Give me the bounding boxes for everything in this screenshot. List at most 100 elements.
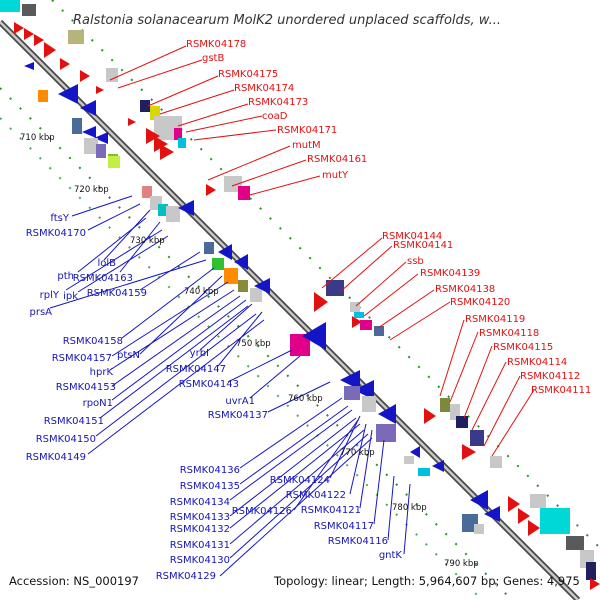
gene-label[interactable]: RSMK04170 <box>26 228 86 239</box>
gene-label[interactable]: RSMK04159 <box>87 288 147 299</box>
inner-dash-track-2 <box>0 117 483 600</box>
gene-arrow <box>14 22 24 34</box>
gene-arrow <box>128 118 136 126</box>
gene-label[interactable]: gntK <box>379 550 403 561</box>
gene-label[interactable]: RSMK04135 <box>180 481 240 492</box>
gene-block <box>96 144 106 158</box>
gene-arrow <box>44 42 56 58</box>
gene-block <box>362 396 376 412</box>
gene-block <box>204 242 214 254</box>
gene-label[interactable]: mutM <box>292 140 321 151</box>
blue-gene-labels: ftsY RSMK04170 lolB pth RSMK04163 rplY i… <box>26 213 403 582</box>
gene-label[interactable]: RSMK04120 <box>450 297 510 308</box>
gene-label[interactable]: RSMK04138 <box>435 284 495 295</box>
gene-label[interactable]: RSMK04122 <box>286 490 346 501</box>
gene-label[interactable]: RSMK04139 <box>420 268 480 279</box>
gene-label[interactable]: RSMK04131 <box>170 540 230 551</box>
gene-label[interactable]: RSMK04124 <box>270 475 330 486</box>
gene-label[interactable]: RSMK04129 <box>156 571 216 582</box>
gene-block <box>0 0 20 12</box>
gene-block <box>440 398 450 412</box>
gene-label[interactable]: RSMK04144 <box>382 231 442 242</box>
kbp-ticks: 710 kbp 720 kbp 730 kbp 740 kbp 750 kbp … <box>20 133 479 569</box>
gene-label[interactable]: RSMK04141 <box>393 240 453 251</box>
gene-arrow <box>314 292 328 312</box>
gene-arrow <box>432 460 444 472</box>
gene-label[interactable]: hprK <box>90 367 114 378</box>
gene-label[interactable]: RSMK04171 <box>277 125 337 136</box>
gene-label[interactable]: prsA <box>29 307 52 318</box>
gene-label[interactable]: uvrA1 <box>225 396 255 407</box>
gene-label[interactable]: RSMK04114 <box>507 357 567 368</box>
gene-label[interactable]: RSMK04119 <box>465 314 525 325</box>
gene-label[interactable]: RSMK04147 <box>166 364 226 375</box>
gene-label[interactable]: RSMK04175 <box>218 69 278 80</box>
gene-label[interactable]: RSMK04150 <box>36 434 96 445</box>
gene-arrow <box>354 380 374 400</box>
gene-label[interactable]: gstB <box>202 53 224 64</box>
gene-label[interactable]: RSMK04117 <box>314 521 374 532</box>
gene-label[interactable]: RSMK04178 <box>186 39 246 50</box>
gene-block <box>106 68 118 82</box>
gene-label[interactable]: RSMK04163 <box>73 273 133 284</box>
gene-arrow <box>60 58 70 70</box>
gene-label[interactable]: RSMK04130 <box>170 555 230 566</box>
gene-label[interactable]: RSMK04134 <box>170 497 230 508</box>
gene-label[interactable]: RSMK04121 <box>301 505 361 516</box>
gene-block <box>474 524 484 534</box>
accession-label: Accession: NS_000197 <box>9 574 139 588</box>
gene-label[interactable]: lolB <box>97 258 116 269</box>
gene-arrow <box>378 404 396 424</box>
gene-label[interactable]: RSMK04174 <box>234 83 294 94</box>
gene-block <box>212 258 224 270</box>
gene-arrow <box>206 184 216 196</box>
gene-label[interactable]: RSMK04133 <box>170 512 230 523</box>
gene-label[interactable]: RSMK04151 <box>44 416 104 427</box>
gene-block <box>238 186 250 200</box>
gene-label[interactable]: mutY <box>322 170 349 181</box>
gene-label[interactable]: ptsN <box>117 350 140 361</box>
blue-leader-lines <box>49 195 411 577</box>
gene-label[interactable]: pth <box>57 271 74 282</box>
gene-label[interactable]: RSMK04118 <box>479 328 539 339</box>
gene-block <box>450 404 460 420</box>
gene-block <box>374 326 384 336</box>
gene-block <box>360 320 372 330</box>
gene-arrow <box>94 132 108 144</box>
gene-label[interactable]: RSMK04153 <box>56 382 116 393</box>
gene-label[interactable]: RSMK04158 <box>63 336 123 347</box>
gene-block <box>354 312 364 318</box>
gene-block <box>404 456 414 464</box>
gene-label[interactable]: ipk <box>63 291 78 302</box>
gene-label[interactable]: RSMK04137 <box>208 410 268 421</box>
gene-block <box>326 280 344 296</box>
gene-arrow <box>410 446 420 458</box>
gene-label[interactable]: ftsY <box>50 213 69 224</box>
gene-block <box>224 176 242 192</box>
gene-label[interactable]: RSMK04116 <box>328 536 388 547</box>
tick-label: 710 kbp <box>20 133 55 143</box>
gene-arrow <box>484 506 500 522</box>
gene-label[interactable]: RSMK04111 <box>531 385 591 396</box>
gene-label[interactable]: RSMK04143 <box>179 379 239 390</box>
gene-arrow <box>58 84 78 104</box>
gene-block <box>530 494 546 508</box>
gene-label[interactable]: RSMK04173 <box>248 97 308 108</box>
gene-label[interactable]: rpoN1 <box>83 398 113 409</box>
gene-label[interactable]: RSMK04112 <box>520 371 580 382</box>
gene-label[interactable]: RSMK04136 <box>180 465 240 476</box>
gene-block <box>350 302 360 312</box>
gene-label[interactable]: coaD <box>262 111 288 122</box>
gene-label[interactable]: RSMK04149 <box>26 452 86 463</box>
gene-label[interactable]: RSMK04157 <box>52 353 112 364</box>
gene-label[interactable]: RSMK04132 <box>170 524 230 535</box>
gene-label[interactable]: RSMK04161 <box>307 154 367 165</box>
gene-arrow <box>254 278 270 294</box>
gene-label[interactable]: ssb <box>407 256 424 267</box>
gene-label[interactable]: yrbI <box>190 348 209 359</box>
gene-label[interactable]: RSMK04115 <box>493 342 553 353</box>
gene-label[interactable]: RSMK04126 <box>232 506 292 517</box>
gene-label[interactable]: rplY <box>40 290 60 301</box>
